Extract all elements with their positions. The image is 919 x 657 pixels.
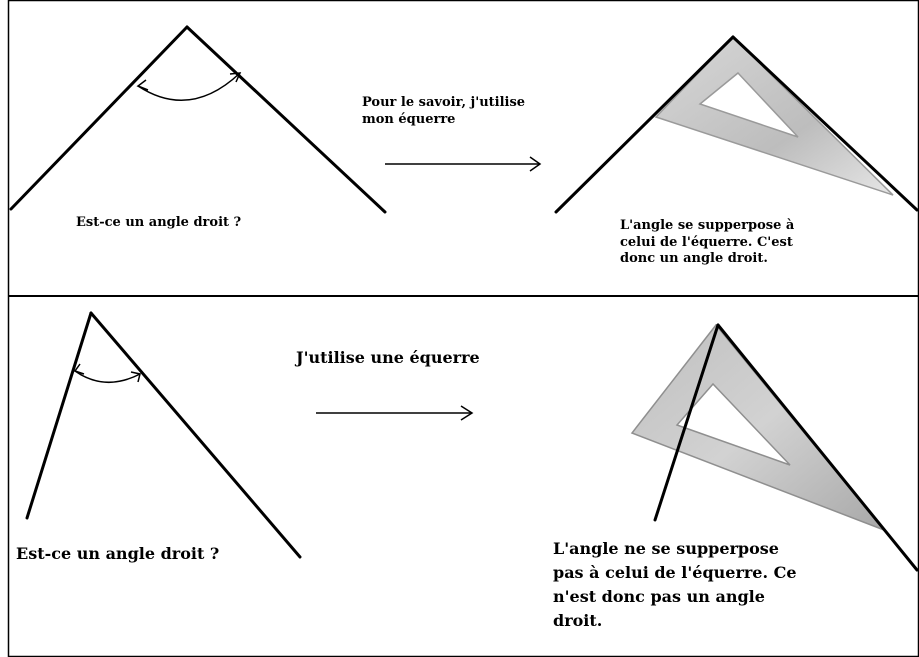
top-set-square bbox=[654, 35, 894, 196]
top-checked-right-ray bbox=[731, 35, 919, 212]
top-angle-arc-arrowhead-right bbox=[229, 72, 242, 83]
top-set-square-body bbox=[654, 35, 894, 196]
top-conclusion-label: L'angle se supperpose à celui de l'équer… bbox=[620, 218, 795, 267]
bottom-question-angle bbox=[25, 311, 302, 559]
bottom-method-label: J'utilise une équerre bbox=[296, 348, 480, 367]
top-checked-left-ray bbox=[554, 35, 735, 214]
bottom-angle-arc bbox=[74, 370, 141, 384]
bottom-checked-right-ray bbox=[716, 323, 919, 572]
top-angle-arc-arrowhead-left bbox=[136, 79, 149, 91]
top-angle-right-ray bbox=[185, 25, 387, 214]
top-angle-arc bbox=[137, 72, 241, 102]
bottom-conclusion-label: L'angle ne se supperpose pas à celui de … bbox=[553, 539, 797, 630]
bottom-angle-arc-arrowhead-left bbox=[73, 363, 85, 375]
bottom-angle-arc-arrowhead-right bbox=[130, 371, 141, 383]
bottom-checked-angle bbox=[653, 323, 919, 572]
top-checked-angle bbox=[554, 35, 919, 214]
bottom-arrow bbox=[316, 405, 474, 421]
bottom-set-square-body bbox=[630, 323, 887, 532]
top-question-angle bbox=[9, 25, 387, 214]
top-arrow bbox=[385, 156, 542, 172]
bottom-angle-right-ray bbox=[89, 311, 302, 559]
bottom-checked-left-ray bbox=[653, 323, 720, 522]
top-method-label: Pour le savoir, j'utilise mon équerre bbox=[362, 95, 526, 127]
bottom-question-label: Est-ce un angle droit ? bbox=[16, 544, 220, 563]
top-angle-left-ray bbox=[9, 25, 189, 211]
bottom-set-square bbox=[630, 323, 887, 532]
bottom-angle-left-ray bbox=[25, 311, 93, 520]
top-question-label: Est-ce un angle droit ? bbox=[76, 215, 242, 230]
